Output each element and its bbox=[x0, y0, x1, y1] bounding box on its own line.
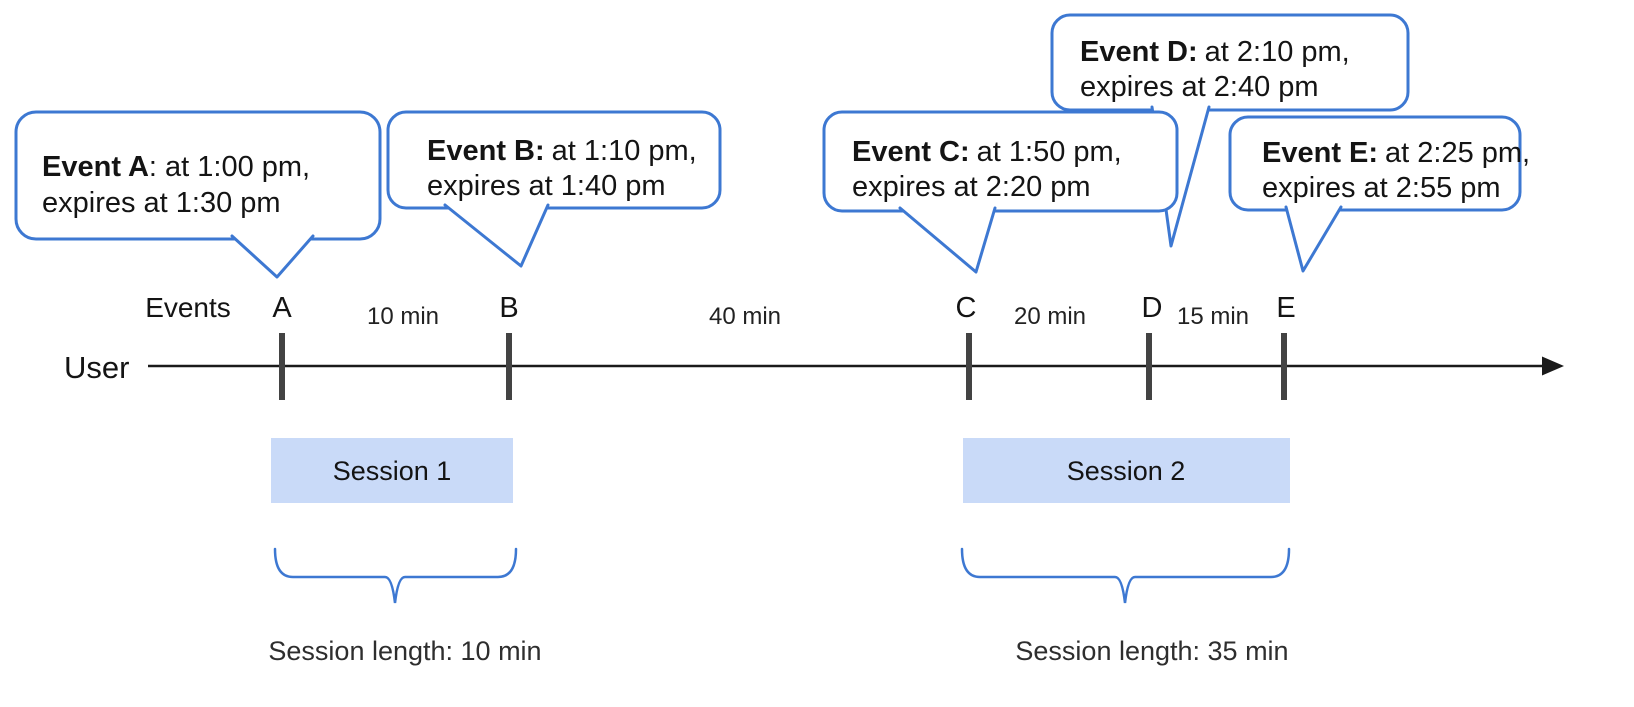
event-bubble-e-tail bbox=[1284, 205, 1343, 273]
event-bubble-e bbox=[1228, 115, 1522, 212]
event-bubble-e-line1: Event E:at 2:25 pm, bbox=[1262, 137, 1530, 169]
event-bubble-b-tail bbox=[443, 203, 550, 268]
event-label-c: C bbox=[956, 292, 977, 324]
event-bubble-b-time: at 1:10 pm, bbox=[552, 135, 697, 167]
event-bubble-b-title: Event B: bbox=[427, 135, 545, 167]
event-bubble-c-line1: Event C:at 1:50 pm, bbox=[852, 136, 1122, 168]
event-bubble-b bbox=[386, 110, 722, 210]
event-bubble-d bbox=[1050, 13, 1410, 112]
events-row-label: Events bbox=[145, 292, 231, 323]
session-2-label: Session 2 bbox=[1067, 456, 1186, 486]
event-bubble-a bbox=[14, 110, 382, 241]
event-bubble-a-time: : at 1:00 pm, bbox=[149, 151, 310, 183]
event-label-a: A bbox=[272, 292, 292, 324]
event-bubble-e-time: at 2:25 pm, bbox=[1385, 137, 1530, 169]
session-2-length-caption: Session length: 35 min bbox=[1015, 636, 1288, 666]
session-1-bar bbox=[271, 438, 513, 503]
event-bubble-e-line2: expires at 2:55 pm bbox=[1262, 172, 1501, 204]
event-label-e: E bbox=[1276, 292, 1295, 324]
user-axis-label: User bbox=[64, 350, 129, 385]
session-1-brace bbox=[273, 547, 518, 604]
interval-label-b-c: 40 min bbox=[709, 303, 781, 330]
event-bubble-a-title: Event A bbox=[42, 151, 149, 183]
event-bubble-a-tail bbox=[230, 234, 315, 279]
event-bubble-c-line2: expires at 2:20 pm bbox=[852, 171, 1091, 203]
interval-label-a-b: 10 min bbox=[367, 303, 439, 330]
event-bubble-d-title: Event D: bbox=[1080, 36, 1198, 68]
event-bubble-e-title: Event E: bbox=[1262, 137, 1378, 169]
event-label-b: B bbox=[499, 292, 518, 324]
event-bubble-b-line2: expires at 1:40 pm bbox=[427, 170, 666, 202]
session-2-bar bbox=[963, 438, 1290, 503]
event-bubble-d-line1: Event D:at 2:10 pm, bbox=[1080, 36, 1350, 68]
event-bubble-c-time: at 1:50 pm, bbox=[977, 136, 1122, 168]
interval-label-d-e: 15 min bbox=[1177, 303, 1249, 330]
session-2-brace bbox=[960, 547, 1291, 604]
event-bubble-d-line2: expires at 2:40 pm bbox=[1080, 71, 1319, 103]
event-bubble-a-line2: expires at 1:30 pm bbox=[42, 187, 281, 219]
timeline-arrowhead-icon bbox=[1542, 356, 1564, 376]
event-bubble-c bbox=[822, 110, 1179, 213]
event-bubble-c-title: Event C: bbox=[852, 136, 970, 168]
interval-label-c-d: 20 min bbox=[1014, 303, 1086, 330]
session-1-label: Session 1 bbox=[333, 456, 452, 486]
event-label-d: D bbox=[1142, 292, 1163, 324]
event-bubble-a-line1: Event A: at 1:00 pm, bbox=[42, 151, 310, 183]
event-bubble-d-time: at 2:10 pm, bbox=[1205, 36, 1350, 68]
event-bubble-b-line1: Event B:at 1:10 pm, bbox=[427, 135, 697, 167]
event-bubble-c-tail bbox=[898, 206, 997, 274]
session-1-length-caption: Session length: 10 min bbox=[268, 636, 541, 666]
